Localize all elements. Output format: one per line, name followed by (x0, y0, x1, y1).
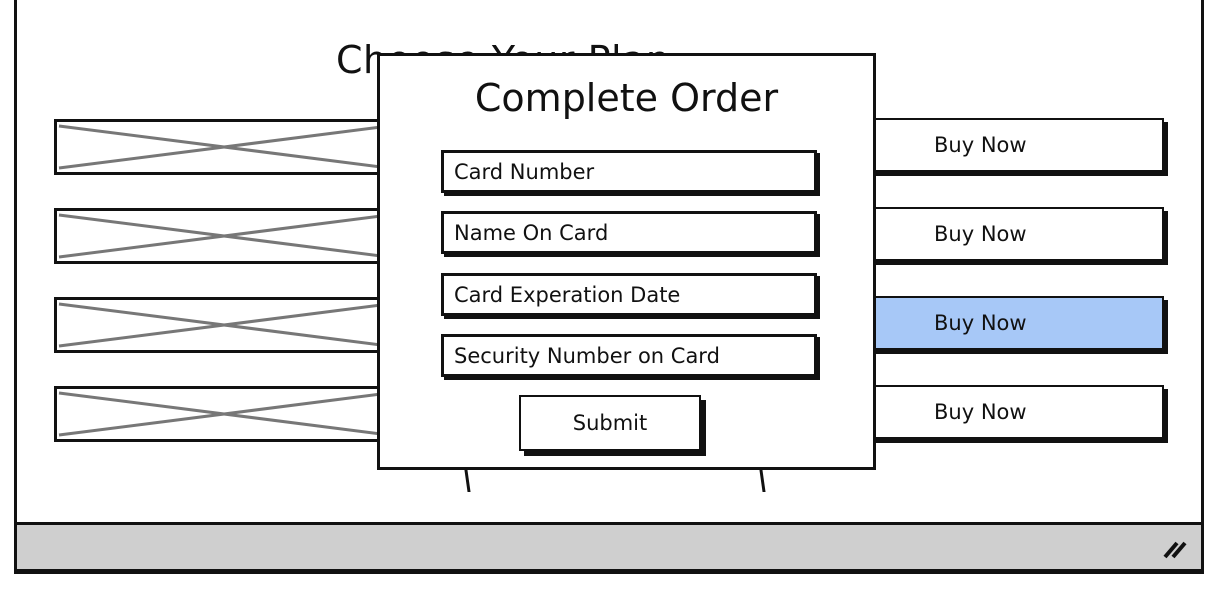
status-bar (14, 522, 1204, 572)
buy-now-button[interactable]: Buy Now (870, 118, 1164, 172)
buy-now-button-selected[interactable]: Buy Now (870, 296, 1164, 350)
submit-button[interactable]: Submit (519, 395, 701, 451)
name-on-card-field[interactable]: Name On Card (441, 211, 817, 254)
buy-now-button[interactable]: Buy Now (870, 385, 1164, 439)
image-placeholder-icon (54, 208, 394, 264)
buy-now-button[interactable]: Buy Now (870, 207, 1164, 261)
card-number-field[interactable]: Card Number (441, 150, 817, 193)
complete-order-dialog: Complete Order Card Number Name On Card … (377, 53, 876, 470)
image-placeholder-icon (54, 386, 394, 442)
resize-grip-icon[interactable] (1161, 539, 1187, 559)
card-expiration-date-field[interactable]: Card Experation Date (441, 273, 817, 316)
security-number-field[interactable]: Security Number on Card (441, 334, 817, 377)
dialog-title: Complete Order (474, 76, 779, 120)
image-placeholder-icon (54, 297, 394, 353)
image-placeholder-icon (54, 119, 394, 175)
